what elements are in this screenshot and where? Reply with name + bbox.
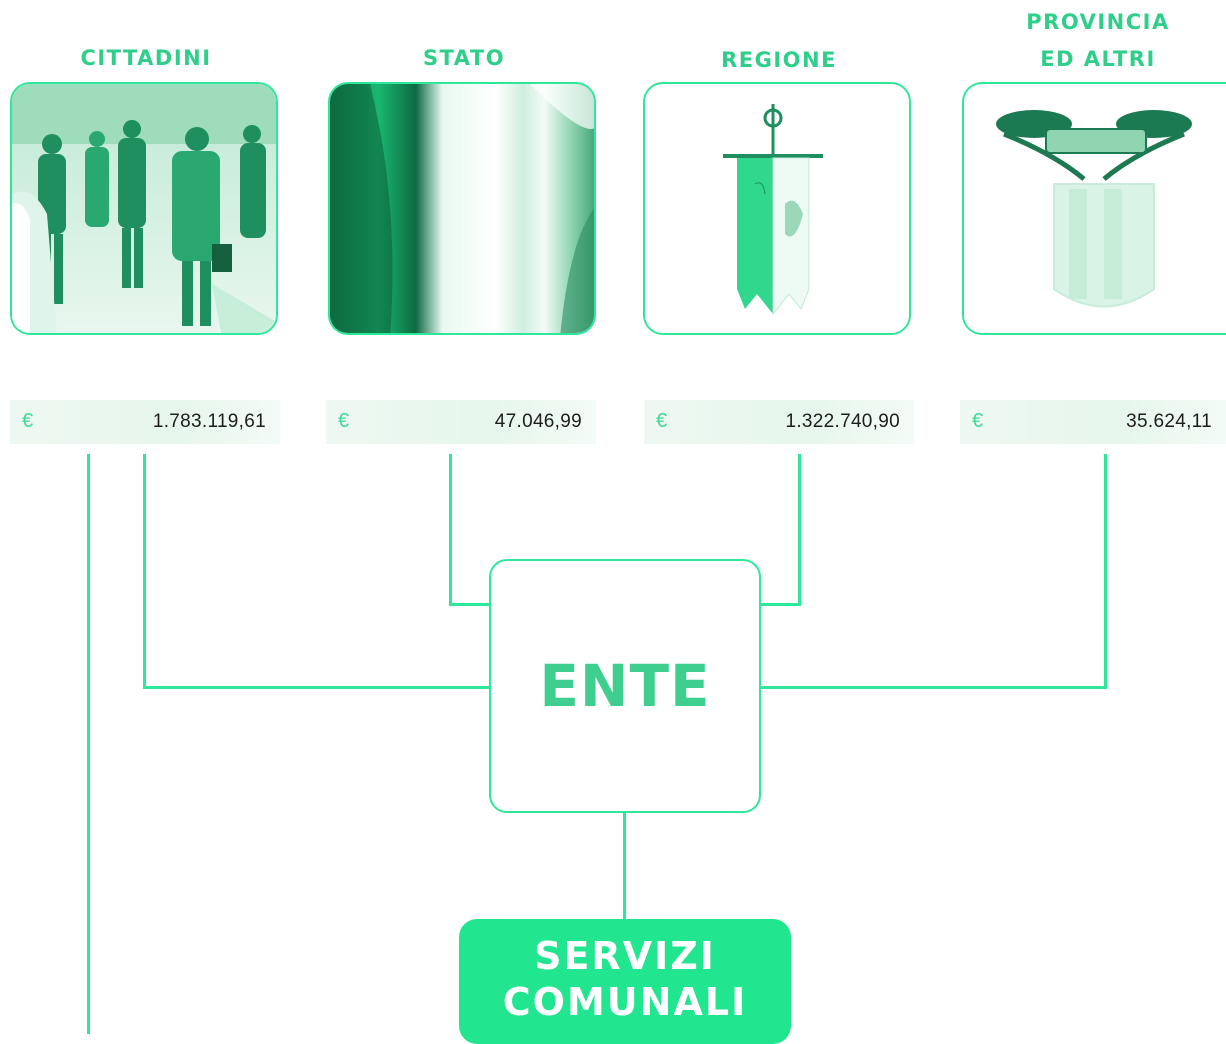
amount-value: 35.624,11 [1126, 411, 1212, 432]
ente-label: ENTE [539, 652, 711, 720]
stato-image [328, 82, 596, 335]
title-cittadini: CITTADINI [80, 46, 212, 70]
title-stato: STATO [422, 46, 506, 70]
title-regione: REGIONE [721, 48, 837, 72]
connector-ente-output [623, 811, 626, 921]
amount-regione: € 1.322.740,90 [644, 400, 914, 444]
servizi-comunali-node: SERVIZI COMUNALI [459, 919, 791, 1044]
regione-image [643, 82, 911, 335]
connector-regione-horizontal [759, 603, 801, 606]
ente-node: ENTE [489, 559, 761, 813]
connector-stato-vertical [449, 454, 452, 606]
amount-value: 47.046,99 [494, 411, 582, 432]
connector-cittadini-horizontal [143, 686, 491, 689]
connector-provincia-vertical [1104, 454, 1107, 688]
amount-value: 1.783.119,61 [152, 411, 266, 432]
title-provincia: PROVINCIA ED ALTRI [1026, 10, 1170, 71]
connector-regione-vertical [798, 454, 801, 606]
servizi-line2: COMUNALI [502, 980, 748, 1024]
amount-cittadini: € 1.783.119,61 [10, 400, 280, 444]
euro-icon: € [338, 410, 350, 432]
provincia-image [962, 82, 1226, 335]
connector-stato-horizontal [449, 603, 491, 606]
cittadini-image [10, 82, 278, 335]
connector-cittadini-vertical [143, 454, 146, 688]
connector-cittadini-bypass [87, 454, 90, 1034]
amount-value: 1.322.740,90 [785, 411, 900, 432]
euro-icon: € [656, 410, 668, 432]
amount-stato: € 47.046,99 [326, 400, 596, 444]
amount-provincia: € 35.624,11 [960, 400, 1226, 444]
connector-provincia-horizontal [759, 686, 1107, 689]
euro-icon: € [22, 410, 34, 432]
servizi-line1: SERVIZI [534, 934, 716, 978]
euro-icon: € [972, 410, 984, 432]
